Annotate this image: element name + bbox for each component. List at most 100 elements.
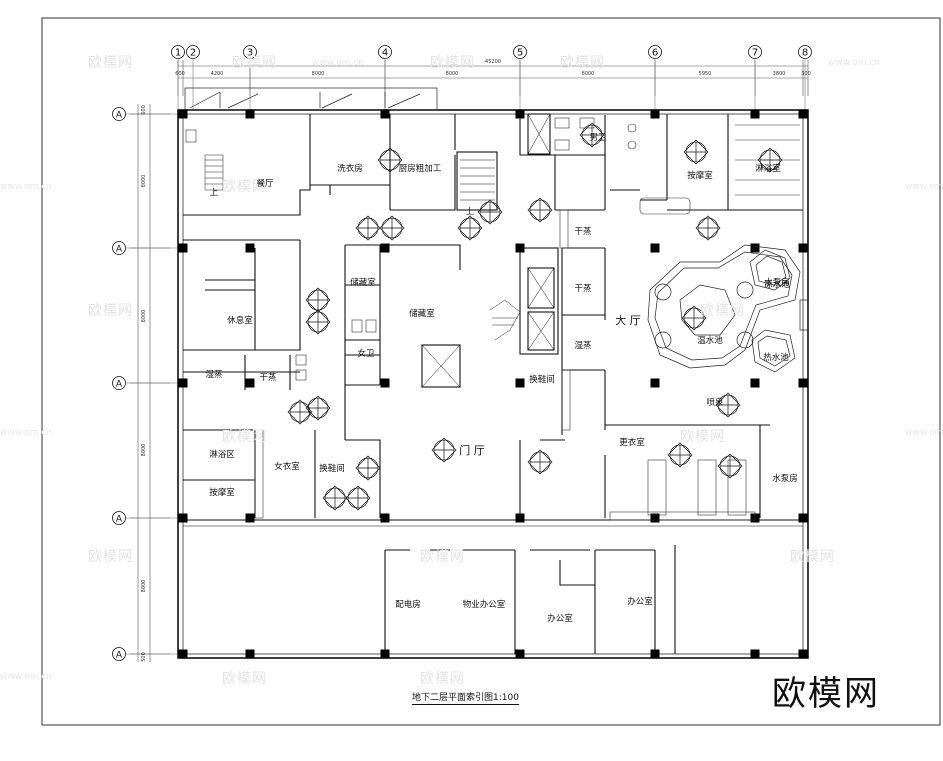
ceiling-light-icon (287, 399, 313, 425)
structural-column (178, 243, 188, 253)
room-label-massage-1: 按摩室 (687, 171, 713, 181)
span-dimension: 300 (801, 71, 811, 77)
column-axis-label: 5 (517, 48, 523, 59)
structural-column (380, 649, 390, 659)
ceiling-light-icon (431, 437, 457, 463)
structural-column (798, 109, 808, 119)
structural-column (798, 243, 808, 253)
room-label-womens-locker: 女衣室 (274, 462, 300, 472)
room-label-wet-steam-2: 湿蒸 (205, 370, 223, 380)
ceiling-light-icon (579, 122, 605, 148)
room-label-womens-wc: 女卫 (357, 349, 375, 359)
room-label-kitchen: 厨房粗加工 (398, 164, 442, 174)
room-label-dry-steam-3: 干蒸 (259, 373, 277, 383)
ceiling-light-icon (377, 147, 403, 173)
structural-column (750, 243, 760, 253)
room-label-office-2: 办公室 (627, 597, 653, 607)
span-dimension: 8000 (445, 71, 459, 77)
row-axis-label: A (116, 245, 123, 255)
span-dimension: 8000 (141, 579, 147, 593)
ceiling-light-icon (305, 395, 331, 421)
sheet-border (41, 17, 941, 726)
room-label-foyer: 门 厅 (459, 444, 485, 457)
structural-column (245, 378, 255, 388)
span-dimension: 8000 (141, 443, 147, 457)
ceiling-light-icon (527, 449, 553, 475)
structural-column (178, 378, 188, 388)
span-dimension: 5950 (698, 71, 712, 77)
span-dimension: 600 (175, 71, 185, 77)
structural-column (750, 378, 760, 388)
structural-column (650, 513, 660, 523)
structural-column (650, 378, 660, 388)
structural-column (515, 109, 525, 119)
row-axis-label: A (116, 111, 123, 121)
ceiling-light-icon (355, 455, 381, 481)
edge-dimension: 500 (141, 652, 147, 662)
ceiling-light-icon (305, 287, 331, 313)
row-axis-label: A (116, 651, 123, 661)
ceiling-light-icon (667, 442, 693, 468)
stairs (204, 154, 521, 341)
edge-dimension: 600 (141, 105, 147, 115)
room-label-stair-mark: 上 (209, 188, 219, 198)
room-label-hot-pool: 热水池 (763, 353, 789, 363)
sanitary-fixtures (185, 117, 800, 381)
ceiling-light-icon (355, 215, 381, 241)
structural-column (380, 378, 390, 388)
top-window-strip (184, 87, 438, 111)
room-label-water-pump-2: 水泵房 (772, 474, 798, 484)
ceiling-light-icon (715, 392, 741, 418)
ceiling-light-icon (527, 197, 553, 223)
structural-column (178, 649, 188, 659)
room-label-hall: 大 厅 (615, 314, 641, 327)
ceiling-light-icon (683, 139, 709, 165)
room-label-cold-pool: 凉水池 (764, 280, 790, 290)
ceiling-light-icon (717, 453, 743, 479)
room-label-massage-2: 按摩室 (209, 488, 235, 498)
drawing-title: 地下二层平面索引图1:100 (412, 690, 519, 705)
structural-column (515, 243, 525, 253)
room-label-office-1: 办公室 (547, 614, 573, 624)
room-label-dry-steam-2: 干蒸 (574, 284, 592, 294)
structural-column (245, 649, 255, 659)
span-dimension: 8000 (581, 71, 595, 77)
structural-column (178, 109, 188, 119)
room-label-changing-1: 换鞋间 (529, 375, 555, 385)
structural-column (650, 649, 660, 659)
structural-column (650, 109, 660, 119)
structural-column (798, 378, 808, 388)
column-axis-label: 8 (802, 48, 808, 59)
ceiling-light-icon (457, 215, 483, 241)
structural-column (380, 513, 390, 523)
structural-column (798, 649, 808, 659)
room-label-lounge: 休息室 (227, 316, 253, 326)
room-label-distribution: 配电房 (395, 600, 421, 610)
column-axis-label: 7 (752, 48, 758, 59)
structural-column (515, 378, 525, 388)
row-axis-label: A (116, 515, 123, 525)
column-axis-label: 4 (382, 48, 388, 59)
column-axis-label: 2 (190, 48, 196, 59)
room-label-dry-steam-1: 干蒸 (574, 227, 592, 237)
pool-area (647, 244, 809, 373)
structural-column (245, 109, 255, 119)
room-label-storage: 储藏室 (350, 278, 376, 288)
room-label-storage-2: 储藏室 (409, 309, 435, 319)
structural-column (750, 649, 760, 659)
span-dimension: 8000 (141, 309, 147, 323)
structural-column (245, 513, 255, 523)
overall-dimension: 45200 (485, 59, 501, 65)
room-label-laundry: 洗衣房 (337, 164, 363, 174)
room-label-pool-fountain: 喷泉 (706, 398, 724, 408)
room-label-mens-locker: 更衣室 (619, 438, 645, 448)
structural-column (515, 649, 525, 659)
column-axis-label: 3 (247, 48, 253, 59)
room-label-warm-pool: 温水池 (697, 336, 723, 346)
column-axis-label: 1 (175, 48, 181, 59)
structural-column (178, 513, 188, 523)
span-dimension: 4200 (210, 71, 224, 77)
structural-column (245, 243, 255, 253)
